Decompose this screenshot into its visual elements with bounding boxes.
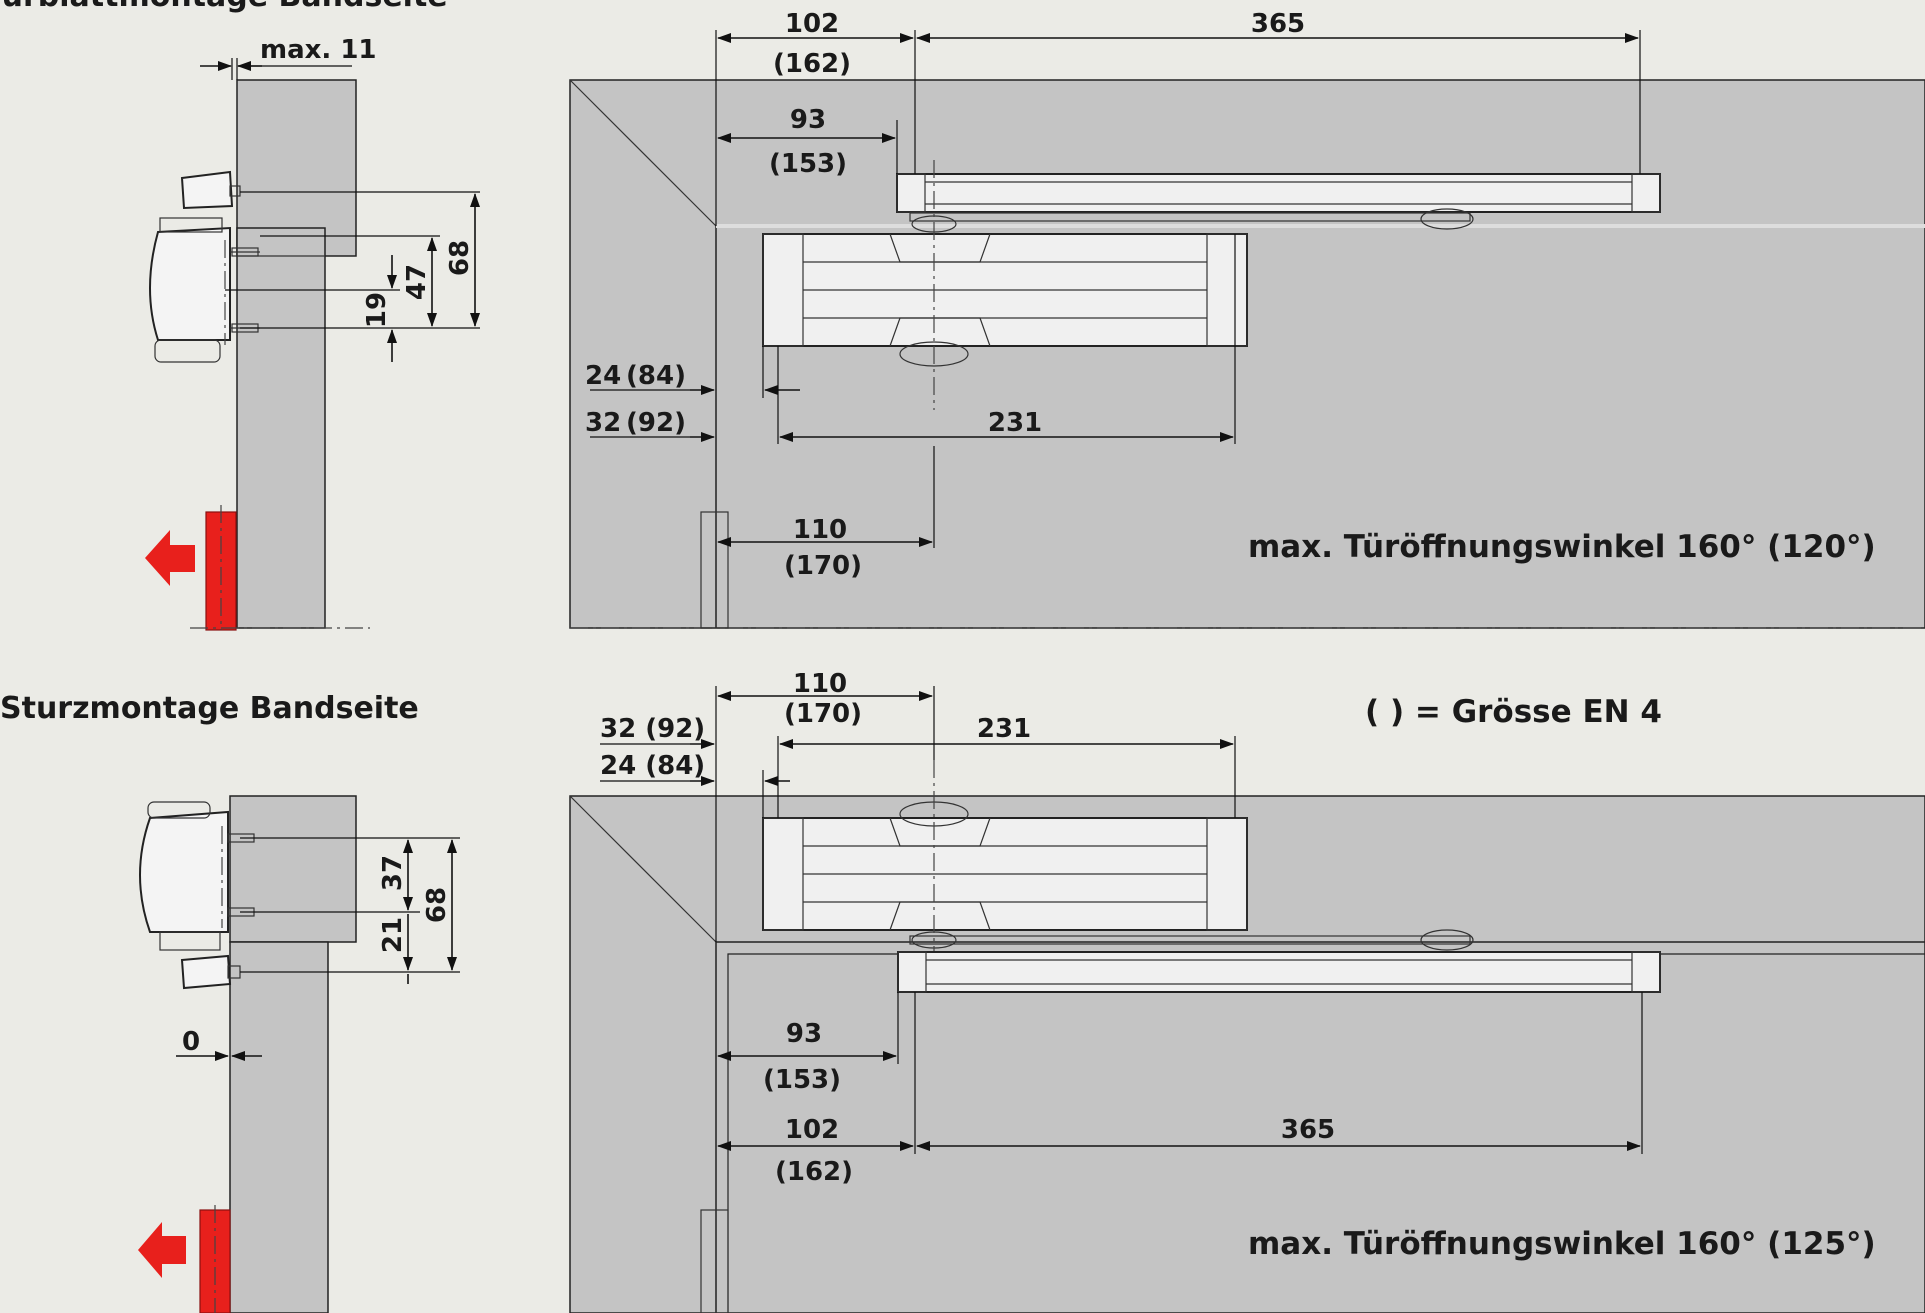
arm-shoe-bottom xyxy=(180,954,232,990)
legend-en4: ( ) = Grösse EN 4 xyxy=(1365,694,1662,730)
dim-102: 102 xyxy=(785,9,839,39)
bottom-plan-view: 110 (170) 32 (92) 231 24 (84) 93 (153) 1… xyxy=(569,669,1925,1313)
max-angle-note-bottom: max. Türöffnungswinkel 160° (125°) xyxy=(1248,1226,1876,1262)
dim-0: 0 xyxy=(182,1027,200,1057)
dim-162-bottom: (162) xyxy=(775,1157,853,1187)
door-leaf xyxy=(236,227,326,629)
dim-84: (84) xyxy=(626,361,686,391)
opening-direction-arrow xyxy=(145,530,195,586)
arm-shoe xyxy=(180,170,234,210)
dim-102-bottom: 102 xyxy=(785,1115,839,1145)
dim-365-bottom: 365 xyxy=(1281,1115,1335,1145)
slide-rail xyxy=(896,173,1661,213)
dim-110: 110 xyxy=(793,515,847,545)
hinge-pin xyxy=(700,511,729,629)
frame-profile-bottom xyxy=(229,795,357,943)
door-leaf-bottom xyxy=(229,941,329,1313)
dim-19: 19 xyxy=(362,292,392,328)
dim-24-bottom: 24 (84) xyxy=(600,751,705,781)
dim-153: (153) xyxy=(769,149,847,179)
dim-170-bottom: (170) xyxy=(784,699,862,729)
title-top: Türblattmontage Bandseite xyxy=(0,0,448,14)
dim-max-11: max. 11 xyxy=(260,35,377,65)
title-bottom: Sturzmontage Bandseite xyxy=(0,691,419,726)
dim-365: 365 xyxy=(1251,9,1305,39)
slide-rail-bottom xyxy=(897,951,1661,993)
dim-93: 93 xyxy=(790,105,826,135)
dim-92: (92) xyxy=(626,408,686,438)
dim-170: (170) xyxy=(784,551,862,581)
top-side-view: max. 11 68 47 19 xyxy=(145,35,480,631)
dim-47: 47 xyxy=(402,264,432,300)
closer-body-side xyxy=(149,226,231,341)
dim-93-bottom: 93 xyxy=(786,1019,822,1049)
dim-110-bottom: 110 xyxy=(793,669,847,699)
dim-153-bottom: (153) xyxy=(763,1065,841,1095)
top-plan-view: 102 (162) 365 93 (153) 24 (84) 32 (92) 2… xyxy=(569,9,1925,629)
closer-body-side-bottom xyxy=(139,810,229,933)
frame-profile xyxy=(236,79,357,257)
dim-24: 24 xyxy=(585,361,621,391)
opening-direction-arrow-bottom xyxy=(138,1222,186,1278)
dim-68: 68 xyxy=(445,240,475,276)
max-angle-note-top: max. Türöffnungswinkel 160° (120°) xyxy=(1248,529,1876,565)
bottom-side-view: 68 37 21 0 xyxy=(138,795,460,1313)
hinge-pin-bottom xyxy=(700,1209,729,1313)
dim-32: 32 xyxy=(585,408,621,438)
dim-162: (162) xyxy=(773,49,851,79)
dim-32-bottom: 32 (92) xyxy=(600,714,705,744)
dim-37: 37 xyxy=(378,855,408,891)
dim-231-bottom: 231 xyxy=(977,714,1031,744)
dim-68-bottom: 68 xyxy=(422,887,452,923)
dim-231: 231 xyxy=(988,408,1042,438)
wall-area xyxy=(569,79,1925,629)
dim-21: 21 xyxy=(378,917,408,953)
